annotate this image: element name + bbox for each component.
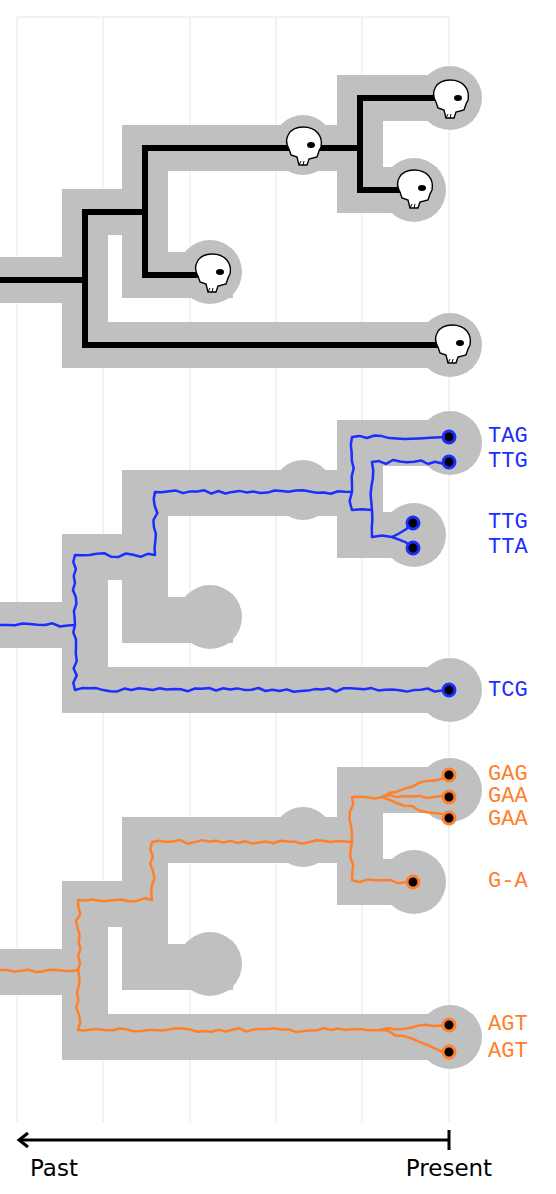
gene-lineage — [0, 436, 449, 627]
sample-dot — [443, 456, 455, 468]
axis-label: Past — [30, 1157, 78, 1180]
sample-dot — [407, 517, 419, 529]
species-band — [0, 758, 482, 1069]
sample-dot — [443, 1046, 455, 1058]
seq-label: GAA — [488, 809, 528, 831]
gene-trees — [0, 431, 455, 1058]
sample-dot — [407, 876, 419, 888]
seq-label: G-A — [488, 871, 528, 893]
sample-dot — [443, 431, 455, 443]
species-tree-line — [0, 98, 450, 345]
seq-label: TTG — [488, 512, 528, 534]
seq-label: GAA — [488, 786, 528, 808]
time-axis — [19, 1130, 449, 1150]
seq-label: TCG — [488, 680, 528, 702]
seq-label: TTA — [488, 537, 528, 559]
gene-lineage — [382, 797, 449, 818]
skull-icons — [196, 80, 471, 363]
gene-lineage — [380, 1030, 449, 1052]
sample-dot — [443, 812, 455, 824]
seq-label: GAG — [488, 764, 528, 786]
gene-lineage — [73, 625, 449, 692]
sample-dot — [407, 542, 419, 554]
species-band — [0, 411, 482, 722]
seq-label: AGT — [488, 1041, 528, 1063]
gene-lineage — [350, 460, 449, 510]
gene-lineage — [382, 795, 449, 798]
sample-dot — [443, 1019, 455, 1031]
seq-label: TAG — [488, 426, 528, 448]
sample-dot — [443, 769, 455, 781]
gene-lineage — [350, 842, 413, 883]
sample-dot — [443, 791, 455, 803]
axis-label: Present — [406, 1157, 492, 1180]
sample-dot — [443, 684, 455, 696]
species-band — [0, 66, 482, 377]
seq-label: AGT — [488, 1014, 528, 1036]
seq-label: TTG — [488, 451, 528, 473]
gene-lineage — [0, 775, 449, 972]
gene-lineage — [76, 970, 449, 1032]
